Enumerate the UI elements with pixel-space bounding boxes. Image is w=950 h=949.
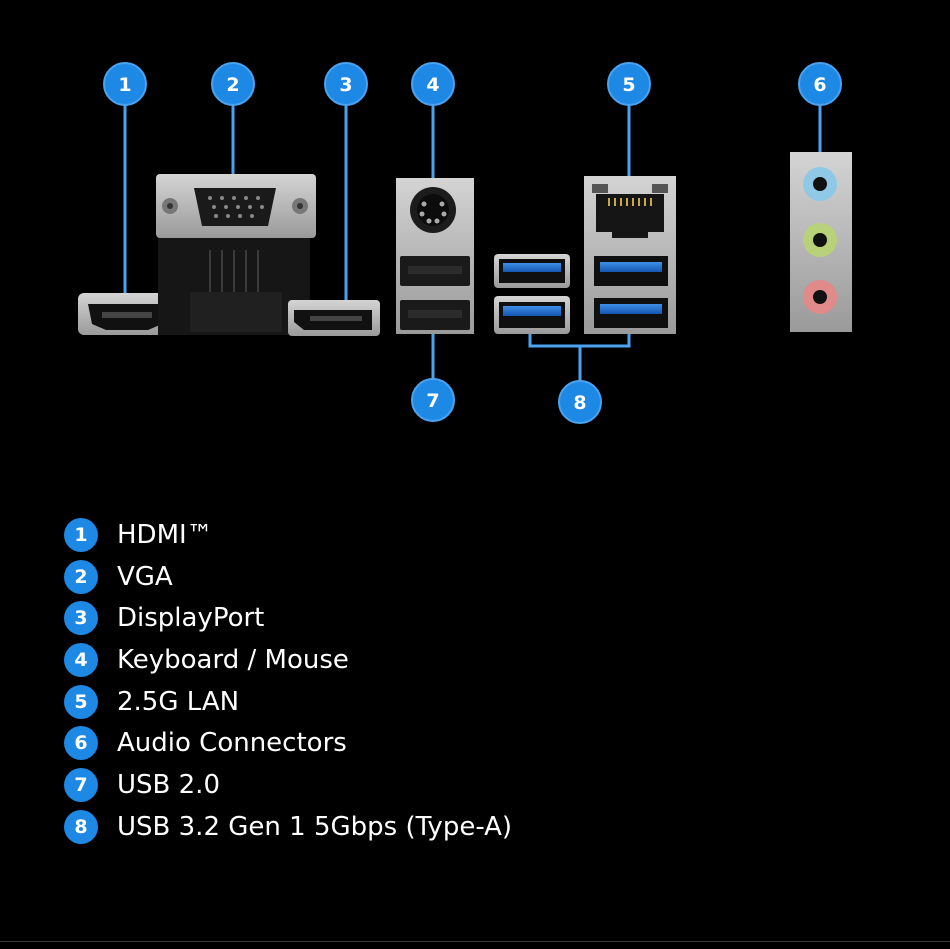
legend-number: 6 <box>64 726 98 761</box>
legend-item-hdmi: 1 HDMI™ <box>64 514 512 556</box>
badge-5: 5 <box>607 62 651 106</box>
legend-number: 2 <box>64 559 98 594</box>
ps2-usb2-block-icon <box>396 178 474 334</box>
legend-number: 1 <box>64 517 98 552</box>
legend-label: HDMI™ <box>117 519 213 550</box>
legend-item-keyboard-mouse: 4 Keyboard / Mouse <box>64 639 512 681</box>
io-panel-diagram: 1 2 3 4 5 6 7 8 <box>78 62 852 424</box>
legend-label: VGA <box>117 561 173 592</box>
legend-item-vga: 2 VGA <box>64 556 512 598</box>
badge-4: 4 <box>411 62 455 106</box>
legend-item-lan: 5 2.5G LAN <box>64 681 512 723</box>
legend-label: DisplayPort <box>117 603 265 634</box>
legend-label: Audio Connectors <box>117 728 347 759</box>
legend-number: 3 <box>64 601 98 636</box>
usb3-pair-left-icon <box>494 254 570 334</box>
legend-item-usb2: 7 USB 2.0 <box>64 764 512 806</box>
badge-7-label: 7 <box>426 390 439 412</box>
callout-lines <box>123 104 822 382</box>
badge-6: 6 <box>798 62 842 106</box>
lan-usb3-block-icon <box>584 176 676 334</box>
badge-1: 1 <box>103 62 147 106</box>
legend-number: 8 <box>64 809 98 844</box>
legend-label: USB 2.0 <box>117 769 220 800</box>
legend-label: USB 3.2 Gen 1 5Gbps (Type-A) <box>117 811 513 842</box>
legend-number: 4 <box>64 642 98 677</box>
legend-label: 2.5G LAN <box>117 686 240 717</box>
legend-item-usb3: 8 USB 3.2 Gen 1 5Gbps (Type-A) <box>64 806 512 848</box>
badge-5-label: 5 <box>622 74 635 96</box>
legend-item-audio: 6 Audio Connectors <box>64 722 512 764</box>
displayport-port-icon <box>288 300 380 336</box>
hdmi-port-icon <box>78 293 176 335</box>
bottom-divider <box>0 941 950 942</box>
legend-label: Keyboard / Mouse <box>117 644 349 675</box>
badge-8-label: 8 <box>573 392 586 414</box>
audio-jacks-icon <box>790 152 852 332</box>
badge-6-label: 6 <box>813 74 826 96</box>
legend-number: 5 <box>64 684 98 719</box>
badge-8: 8 <box>558 380 602 424</box>
badge-2: 2 <box>211 62 255 106</box>
badge-3: 3 <box>324 62 368 106</box>
legend-list: 1 HDMI™ 2 VGA 3 DisplayPort 4 Keyboard /… <box>64 514 512 848</box>
badge-3-label: 3 <box>339 74 352 96</box>
legend-number: 7 <box>64 767 98 802</box>
badge-2-label: 2 <box>226 74 239 96</box>
badge-1-label: 1 <box>118 74 131 96</box>
badge-7: 7 <box>411 378 455 422</box>
vga-port-icon <box>156 174 316 335</box>
legend-item-displayport: 3 DisplayPort <box>64 597 512 639</box>
badge-4-label: 4 <box>426 74 439 96</box>
